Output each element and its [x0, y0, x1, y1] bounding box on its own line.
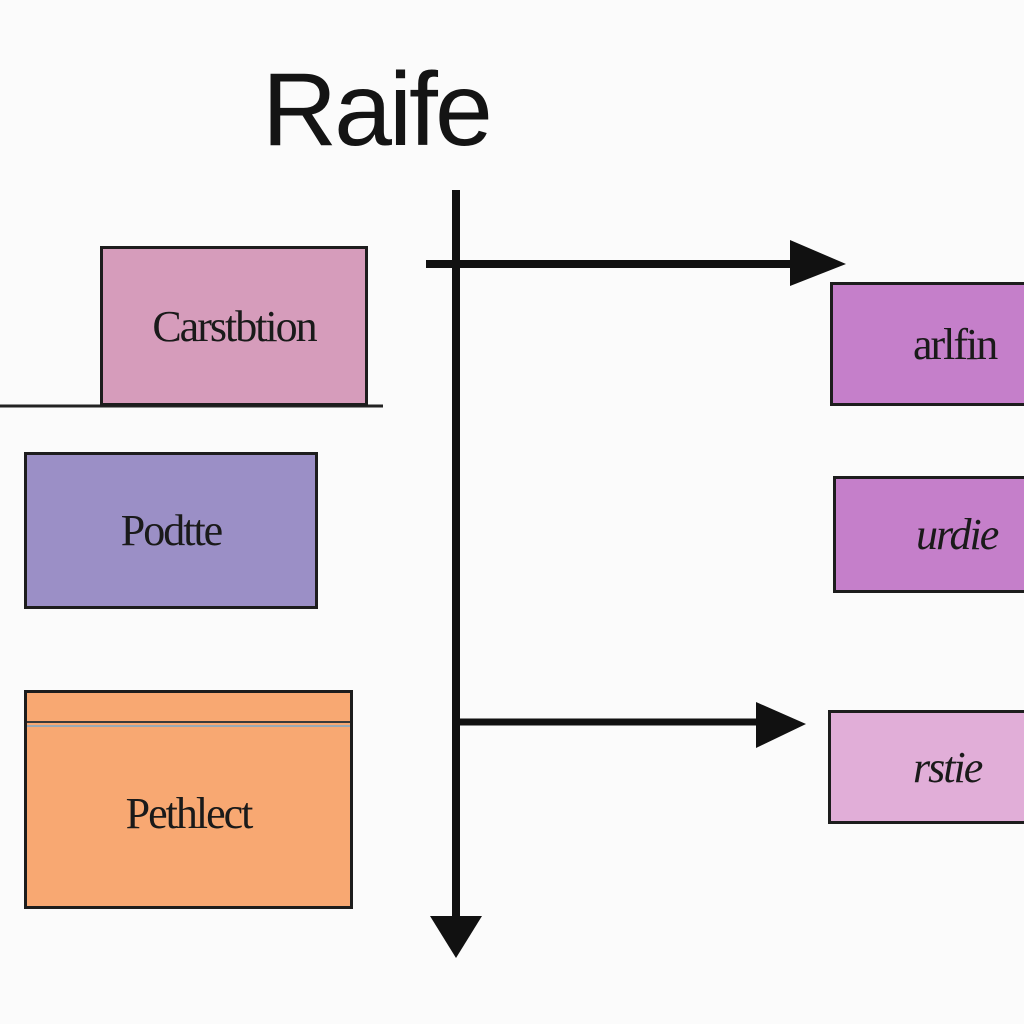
right-box-1-label: arlfin — [913, 319, 998, 369]
left-box-2-label: Podtte — [120, 506, 223, 555]
diagram-title: Raife — [262, 52, 493, 168]
right-box-1: arlfin — [830, 282, 1024, 406]
right-box-3: rstie — [828, 710, 1024, 824]
right-box-2: urdie — [833, 476, 1024, 593]
right-box-3-label: rstie — [913, 742, 983, 792]
arrow-bottom-head — [756, 702, 806, 748]
arrow-top-head — [790, 240, 846, 286]
vertical-axis-arrowhead — [430, 916, 482, 958]
left-box-3-header-strip — [27, 721, 350, 727]
left-box-3-label: Pethlect — [125, 789, 254, 838]
left-box-1-label: Carstbtion — [152, 301, 317, 351]
left-box-3: Pethlect — [24, 690, 353, 909]
left-box-2: Podtte — [24, 452, 318, 609]
left-box-1: Carstbtion — [100, 246, 368, 406]
right-box-2-label: urdie — [916, 510, 999, 559]
